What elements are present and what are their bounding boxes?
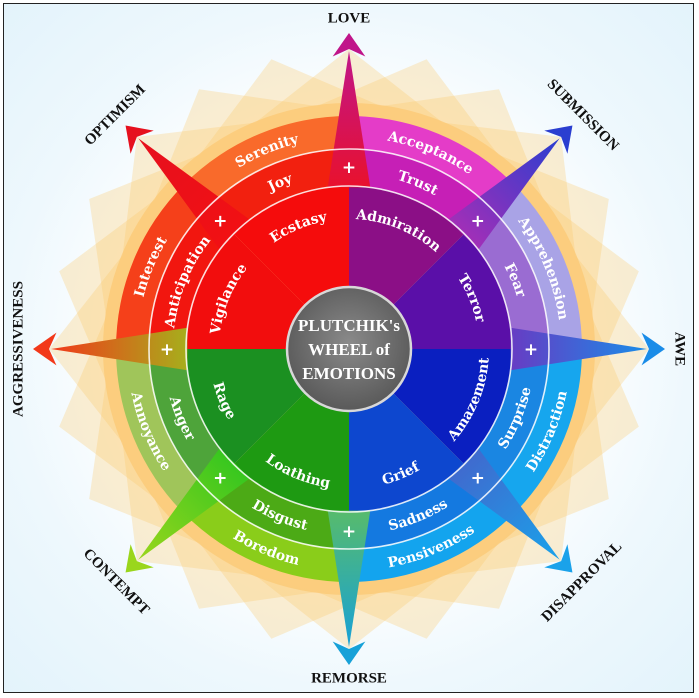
sector-primary — [349, 149, 491, 234]
sector-mild — [349, 490, 514, 582]
dyad-spike — [510, 327, 647, 371]
emotion-sectors — [116, 116, 582, 582]
title-line-1: PLUTCHIK's — [298, 316, 400, 335]
dyad-arrowhead-icon — [33, 332, 57, 366]
sector-primary — [149, 349, 234, 491]
center-circle — [285, 285, 413, 413]
sector-primary — [464, 207, 549, 349]
plus-icon: + — [342, 522, 356, 542]
dyad-spike — [138, 138, 250, 250]
ring-divider — [185, 185, 513, 513]
dyad-spikes: + + + + + + + + — [51, 51, 647, 647]
title-line-3: EMOTIONS — [302, 364, 396, 383]
ring-dividers — [148, 148, 550, 550]
sector-primary — [349, 464, 491, 549]
dyad-arrowhead-icon — [125, 125, 154, 154]
dyad-arrowhead-icon — [544, 125, 573, 154]
dyad-spike — [138, 448, 250, 560]
dyad-arrowhead-icon — [332, 33, 366, 57]
plus-icon: + — [160, 340, 174, 360]
sector-primary — [207, 464, 349, 549]
plus-icon: + — [471, 469, 485, 489]
title-line-2: WHEEL of — [308, 340, 390, 359]
plus-icon: + — [524, 340, 538, 360]
dyad-spike — [448, 448, 560, 560]
dyad-arrowhead-icon — [544, 544, 573, 573]
sector-mild — [116, 349, 208, 514]
dyad-arrowhead-icon — [125, 544, 154, 573]
dyad-arrowhead-icon — [641, 332, 665, 366]
dyad-arrows — [33, 33, 665, 665]
dyad-label-awe: AWE — [672, 332, 688, 366]
dyad-spike — [51, 327, 188, 371]
sector-primary — [149, 207, 234, 349]
sector-mild — [184, 116, 349, 208]
dyad-label-aggressiveness: AGGRESSIVENESS — [10, 281, 26, 417]
center-title: PLUTCHIK's WHEEL of EMOTIONS — [285, 285, 413, 413]
sector-mild — [116, 184, 208, 349]
dyad-label-love: LOVE — [328, 10, 371, 26]
dyad-arrowhead-icon — [332, 641, 366, 665]
sector-primary — [207, 149, 349, 234]
dyad-spike — [327, 510, 371, 647]
sector-mild — [349, 116, 514, 208]
sector-mild — [490, 184, 582, 349]
dyad-label-remorse: REMORSE — [311, 670, 387, 686]
plus-icon: + — [213, 211, 227, 231]
dyad-spike — [327, 51, 371, 188]
sector-mild — [490, 349, 582, 514]
sector-mild — [184, 490, 349, 582]
ring-divider — [148, 148, 550, 550]
dyad-spike — [448, 138, 560, 250]
plus-icon: + — [471, 211, 485, 231]
plus-icon: + — [213, 469, 227, 489]
plus-icon: + — [342, 158, 356, 178]
sector-primary — [464, 349, 549, 491]
